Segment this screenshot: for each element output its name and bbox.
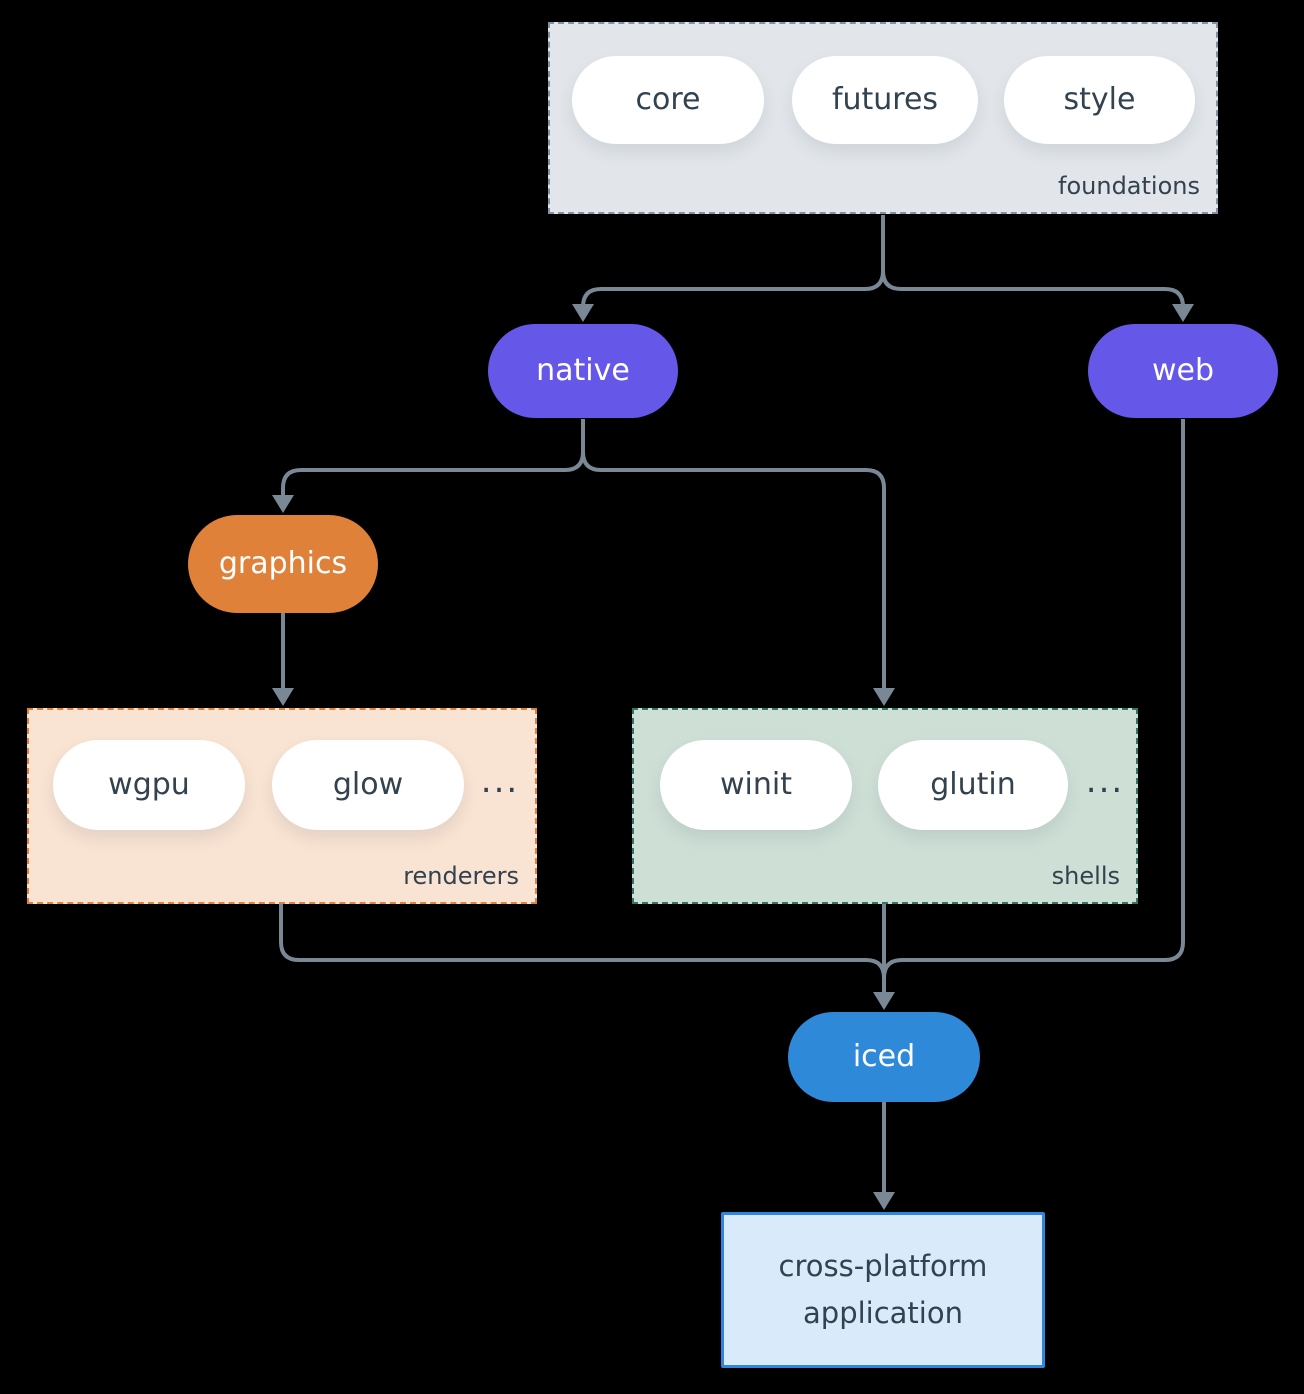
edge-web-iced (882, 419, 1185, 979)
renderers-more-dots: ... (480, 761, 520, 801)
node-winit: winit (660, 740, 852, 830)
arrowhead-application (873, 1192, 895, 1210)
shells-more-dots: ... (1085, 761, 1125, 801)
foundations-label: foundations (1058, 172, 1200, 201)
edge-foundations-native (581, 215, 885, 309)
shells-label: shells (1051, 862, 1120, 891)
renderers-label: renderers (403, 862, 519, 891)
arrowhead-iced (873, 992, 895, 1010)
shells-group: winit glutin ... shells (632, 708, 1138, 904)
edge-native-shells (581, 419, 886, 690)
node-wgpu: wgpu (53, 740, 245, 830)
node-cross-platform-application: cross-platform application (721, 1212, 1045, 1368)
arrowhead-web (1172, 304, 1194, 322)
node-web: web (1088, 324, 1278, 418)
node-core: core (572, 56, 764, 144)
foundations-group: core futures style foundations (548, 22, 1218, 214)
node-graphics: graphics (188, 515, 378, 613)
node-native: native (488, 324, 678, 418)
edge-foundations-web (881, 215, 1185, 309)
node-glow: glow (272, 740, 464, 830)
node-iced: iced (788, 1012, 980, 1102)
arrowhead-shells (873, 688, 895, 706)
node-style: style (1004, 56, 1195, 144)
arrowhead-native (572, 304, 594, 322)
edge-native-graphics (281, 419, 585, 496)
edge-renderers-iced (279, 904, 886, 979)
node-futures: futures (792, 56, 978, 144)
arrowhead-graphics (272, 495, 294, 513)
node-glutin: glutin (878, 740, 1068, 830)
arrowhead-renderers (272, 688, 294, 706)
renderers-group: wgpu glow ... renderers (27, 708, 537, 904)
